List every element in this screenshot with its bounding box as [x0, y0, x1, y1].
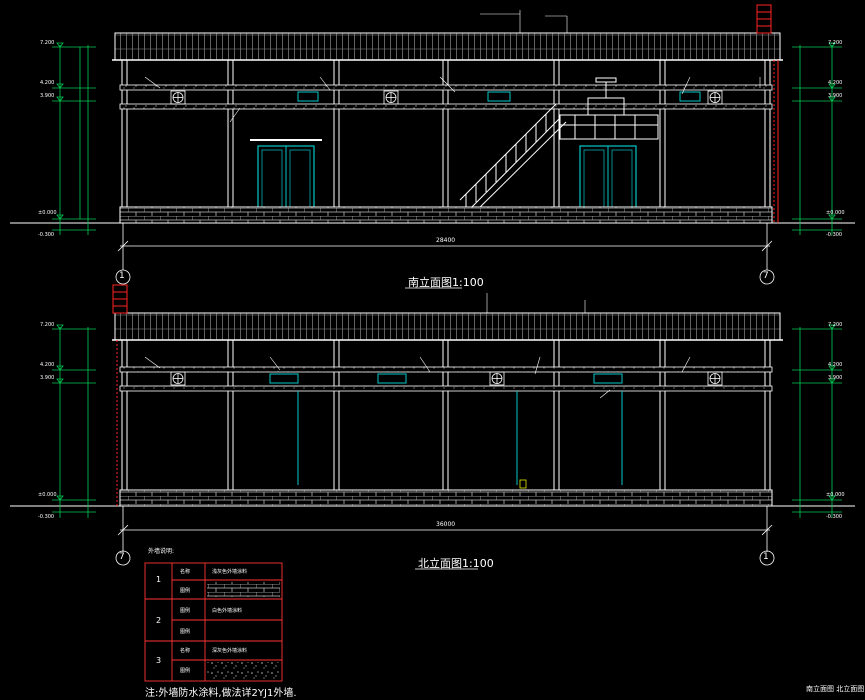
- south-fans: [170, 90, 723, 105]
- legend-title: 外墙说明:: [148, 548, 175, 555]
- north-elev-left-3: 3.900: [40, 375, 55, 381]
- north-upper-beam: [119, 366, 773, 373]
- north-fans: [170, 371, 723, 386]
- south-lower-beam: [119, 103, 773, 110]
- south-title: 南立面图1:100: [408, 276, 484, 289]
- north-axis-right: 1: [763, 552, 769, 562]
- legend-row-2-num: 2: [156, 616, 162, 625]
- north-left-dims: [52, 324, 96, 518]
- south-left-dims: [52, 42, 96, 235]
- legend-row-1-v1: 浅灰色外墙涂料: [212, 569, 248, 575]
- legend-row-1-k2: 图例: [180, 588, 191, 594]
- legend-row-2-k1: 图例: [180, 608, 191, 614]
- south-elev-right-1: 7.200: [828, 40, 843, 46]
- north-roof: [114, 312, 781, 341]
- legend-row-1-num: 1: [156, 575, 162, 584]
- north-elev-left-5: -0.300: [38, 514, 55, 520]
- south-elev-left-4: ±0.000: [38, 210, 57, 216]
- legend-row-1-k1: 名称: [180, 569, 191, 575]
- north-plinth: [119, 489, 773, 507]
- north-elev-left-4: ±0.000: [38, 492, 57, 498]
- north-elev-right-3: 3.900: [828, 375, 843, 381]
- south-upper-beam: [119, 84, 773, 91]
- north-elev-left-1: 7.200: [40, 322, 55, 328]
- south-elevation: [10, 4, 855, 289]
- north-elev-left-2: 4.200: [40, 362, 55, 368]
- north-vents: [269, 373, 623, 485]
- north-elev-right-2: 4.200: [828, 362, 843, 368]
- south-bottom-dims: [115, 223, 775, 289]
- north-leaders: [144, 293, 691, 399]
- south-columns: [121, 60, 771, 207]
- north-elev-right-1: 7.200: [828, 322, 843, 328]
- south-roof: [114, 32, 781, 61]
- north-title: 北立面图1:100: [418, 557, 494, 570]
- south-elev-right-3: 3.900: [828, 93, 843, 99]
- south-axis-left: 1: [119, 271, 125, 281]
- south-axis-right: 7: [763, 271, 769, 281]
- south-elev-left-5: -0.300: [38, 232, 55, 238]
- north-columns: [121, 340, 771, 490]
- legend-row-2-v1: 白色外墙涂料: [212, 608, 243, 614]
- south-elev-left-1: 7.200: [40, 40, 55, 46]
- south-leaders: [144, 10, 761, 123]
- south-total-dim: 28400: [436, 237, 456, 244]
- south-elev-right-4: ±0.000: [826, 210, 845, 216]
- legend-row-3-k1: 名称: [180, 648, 191, 654]
- south-elev-left-2: 4.200: [40, 80, 55, 86]
- north-fixtures: [519, 479, 527, 489]
- south-plinth: [119, 206, 773, 224]
- south-red-downpipe: [756, 4, 779, 223]
- south-right-dims: [792, 42, 842, 235]
- legend-row-2-k2: 图例: [180, 629, 191, 635]
- south-vents: [297, 91, 701, 102]
- south-stair: [459, 77, 659, 220]
- north-total-dim: 36000: [436, 521, 456, 528]
- south-elev-right-2: 4.200: [828, 80, 843, 86]
- sheet-title: 南立面图 北立面图: [806, 685, 865, 693]
- north-red-downpipe: [112, 284, 128, 506]
- north-right-dims: [792, 324, 842, 518]
- north-bottom-dims: [115, 506, 775, 570]
- wall-note: 注:外墙防水涂料,做法详2YJ1外墙.: [145, 688, 297, 699]
- north-elev-right-5: -0.300: [826, 514, 843, 520]
- north-elevation: [10, 284, 855, 570]
- north-elev-right-4: ±0.000: [826, 492, 845, 498]
- north-axis-left: 7: [119, 552, 125, 562]
- legend-table: [144, 562, 283, 682]
- legend-row-3-num: 3: [156, 656, 162, 665]
- legend-row-3-v1: 深灰色外墙涂料: [212, 648, 248, 654]
- south-elev-right-5: -0.300: [826, 232, 843, 238]
- north-lower-beam: [119, 385, 773, 392]
- legend-row-3-k2: 图例: [180, 668, 191, 674]
- south-elev-left-3: 3.900: [40, 93, 55, 99]
